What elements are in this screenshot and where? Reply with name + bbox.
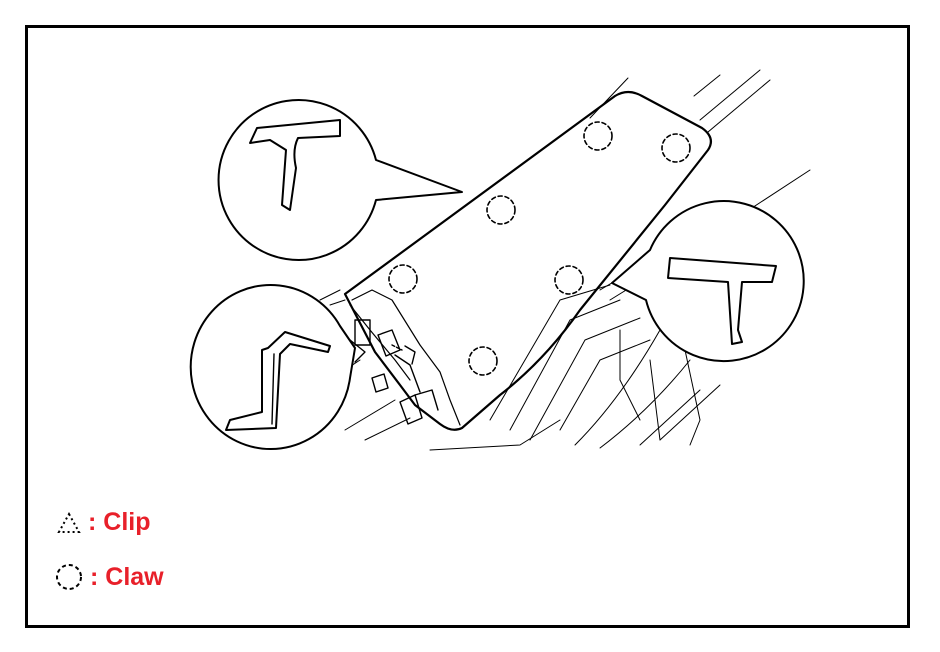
claw-marker (583, 121, 613, 151)
claw-marker (486, 195, 516, 225)
legend-clip-label: : Clip (88, 508, 151, 536)
clip-detail-callout (189, 284, 356, 450)
claw-marker (661, 133, 691, 163)
claw-markers (388, 121, 691, 376)
claw-detail-callout-left (217, 99, 463, 261)
legend-claw-label: : Claw (90, 562, 164, 591)
claw-marker (554, 265, 584, 295)
legend-clip: : Clip (56, 508, 151, 537)
claw-marker (468, 346, 498, 376)
dotted-circle-icon (56, 564, 82, 590)
clip-markers (349, 319, 439, 425)
claw-marker (388, 264, 418, 294)
claw-detail-callout-right (611, 200, 805, 363)
dotted-triangle-icon (57, 511, 81, 533)
legend-claw: : Claw (54, 562, 164, 592)
